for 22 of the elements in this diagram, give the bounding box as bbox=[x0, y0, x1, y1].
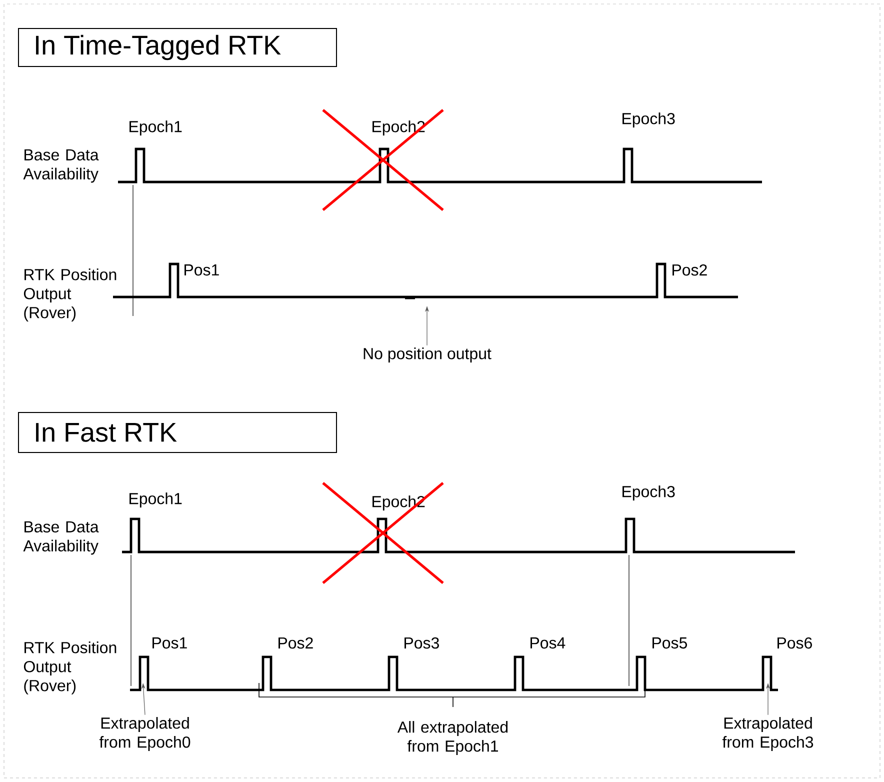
epoch-label: Epoch3 bbox=[622, 486, 675, 500]
pulse-label: Pos5 bbox=[652, 637, 687, 649]
bracket-label: All extrapolated from Epoch1 bbox=[397, 721, 508, 755]
epoch-label: Epoch1 bbox=[130, 492, 182, 508]
row-label: RTK Position Output (Rover) bbox=[24, 268, 116, 322]
epoch-label: Epoch3 bbox=[622, 112, 675, 128]
pulse-label: Pos4 bbox=[530, 637, 566, 649]
epoch-label: Epoch1 bbox=[130, 120, 182, 136]
annotation: No position output bbox=[364, 348, 492, 362]
title-box: In Fast RTK bbox=[18, 412, 337, 453]
pulse-label: Pos6 bbox=[778, 637, 812, 649]
pulse-label: Pos1 bbox=[152, 637, 187, 649]
annotation: Extrapolated from Epoch3 bbox=[722, 717, 814, 751]
row-label: Base Data Availability bbox=[23, 521, 99, 555]
pulse-label: Pos3 bbox=[404, 637, 439, 649]
title-box: In Time-Tagged RTK bbox=[18, 28, 337, 67]
annotation: Extrapolated from Epoch0 bbox=[99, 717, 190, 751]
row-label: Base Data Availability bbox=[23, 149, 99, 183]
row-label: RTK Position Output (Rover) bbox=[24, 642, 116, 694]
pulse-label: Pos1 bbox=[184, 264, 219, 276]
pulse-label: Pos2 bbox=[672, 264, 707, 276]
pulse-label: Pos2 bbox=[278, 637, 313, 649]
